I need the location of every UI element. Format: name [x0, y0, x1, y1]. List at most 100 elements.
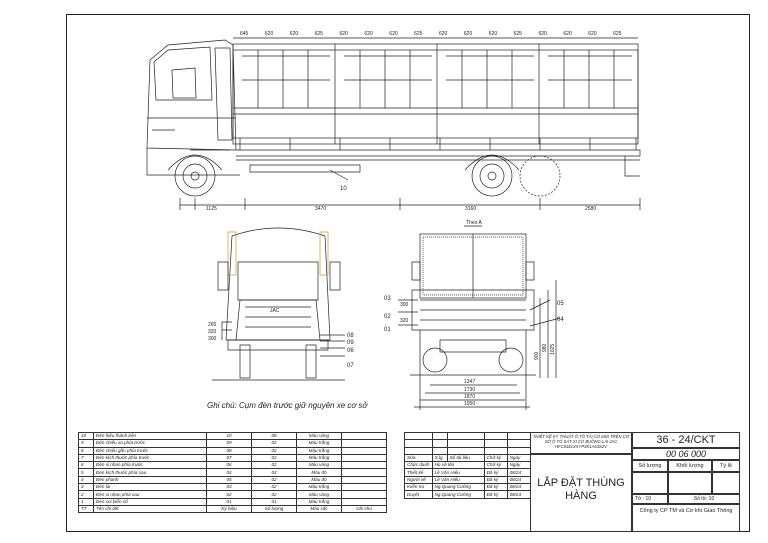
rear-dim-1025: 1025: [550, 344, 556, 355]
sig-cell: Họ và tên: [431, 461, 485, 470]
bom-cell: [341, 468, 387, 477]
rear-callout-01: 01: [384, 327, 391, 333]
bom-cell: 07: [206, 453, 252, 463]
rear-dim-1730: 1730: [464, 387, 475, 393]
side-top-dim: 620: [265, 31, 274, 37]
bom-cell: Đèn kích thước phía sau: [93, 468, 207, 477]
bom-cell: Màu vàng: [296, 431, 342, 441]
scale-value: [712, 472, 740, 494]
mass-label: Khối lượng: [668, 460, 712, 472]
mass-value: [668, 472, 712, 494]
sig-cell: Đã ký: [483, 475, 508, 485]
bom-cell: 09: [206, 439, 252, 448]
side-top-dim: 620: [588, 31, 597, 37]
bom-cell: [341, 490, 387, 499]
side-top-dim: 620: [489, 31, 498, 37]
rear-callout-02: 02: [384, 314, 391, 320]
rear-callout-03: 03: [384, 296, 391, 302]
rear-dim-1347: 1347: [464, 379, 475, 385]
bom-cell: Màu trắng: [296, 446, 342, 455]
side-top-dim: 625: [315, 31, 324, 37]
front-dim-265: 265: [208, 322, 217, 328]
bom-cell: [341, 475, 387, 485]
side-bottom-dim: 1125: [206, 206, 217, 212]
side-top-dim: 620: [340, 31, 349, 37]
bom-cell: Màu đỏ: [296, 468, 342, 477]
bom-cell: 08: [206, 446, 252, 455]
bom-cell: [341, 497, 387, 506]
bom-cell: Ký hiệu: [206, 504, 252, 514]
front-callout-07: 07: [347, 363, 354, 369]
bom-cell: Đèn phanh: [93, 475, 207, 485]
bom-cell: 01: [206, 497, 252, 506]
front-dim-320: 320: [208, 329, 217, 335]
bom-cell: Tên chi tiết: [93, 504, 207, 514]
bom-cell: 10: [78, 431, 94, 441]
sig-cell: Ng.Quang Cường: [431, 483, 485, 492]
bom-cell: Màu vàng: [296, 490, 342, 499]
sig-cell: Ng.Quang Cường: [431, 490, 485, 499]
bom-cell: 1: [78, 497, 94, 506]
rear-view-label: Theo A: [466, 220, 483, 226]
company-name: Công ty CP TM và Cơ khí Giao Thông: [632, 504, 740, 532]
drawing-frame: [66, 14, 750, 532]
sig-cell: Lê Văn Hiếu: [431, 475, 485, 485]
bom-cell: 7: [78, 453, 94, 463]
bom-cell: [341, 431, 387, 441]
bom-cell: 02: [251, 446, 297, 455]
rear-view-truck: [398, 225, 561, 410]
sig-cell: Đã ký: [483, 483, 508, 492]
bom-cell: [341, 446, 387, 455]
bom-cell: Đèn hiệu thành bên: [93, 431, 207, 441]
bom-cell: 02: [251, 490, 297, 499]
sig-cell: Chữ ký: [483, 461, 508, 470]
sig-cell: Duyệt: [404, 490, 433, 499]
front-callout-08: 08: [347, 333, 354, 339]
bom-cell: [341, 439, 387, 448]
front-view-truck: [212, 227, 345, 381]
side-top-dim: 620: [290, 31, 299, 37]
sig-cell: Kiểm tra: [404, 483, 433, 492]
sig-head-cell: Ngày: [506, 453, 531, 463]
sig-cell: Ngày: [506, 461, 531, 470]
rear-dim-980: 980: [542, 343, 548, 352]
bom-cell: Đèn chiếu xa phía trước: [93, 439, 207, 448]
bom-cell: 02: [251, 461, 297, 470]
side-top-dim: 625: [414, 31, 423, 37]
qty-label: Số lượng: [632, 460, 668, 472]
bom-cell: Số lượng: [251, 504, 297, 514]
sig-cell: Thiết kế: [404, 468, 433, 477]
sig-cell: Lê Văn Hiếu: [431, 468, 485, 477]
side-top-dim: 620: [563, 31, 572, 37]
rear-dim-300: 300: [400, 302, 409, 308]
front-callout-09: 09: [347, 340, 354, 346]
sig-cell: 08/24: [506, 468, 531, 477]
bom-cell: 4: [78, 475, 94, 485]
signature-table: Sửa S.lg Số tài liệu Chữ ký Ngày Chức da…: [404, 431, 531, 499]
bom-cell: Màu trắng: [296, 497, 342, 506]
side-top-dim: 625: [613, 31, 622, 37]
sig-cell: 08/24: [506, 490, 531, 499]
sig-blank-row: [404, 439, 531, 448]
sig-blank-row: [404, 431, 531, 441]
rear-dim-900: 900: [534, 351, 540, 360]
bom-cell: 02: [206, 490, 252, 499]
bom-cell: Đèn soi biển số: [93, 497, 207, 506]
rear-dim-1950: 1950: [464, 401, 475, 407]
sig-head-cell: Số tài liệu: [446, 453, 485, 463]
